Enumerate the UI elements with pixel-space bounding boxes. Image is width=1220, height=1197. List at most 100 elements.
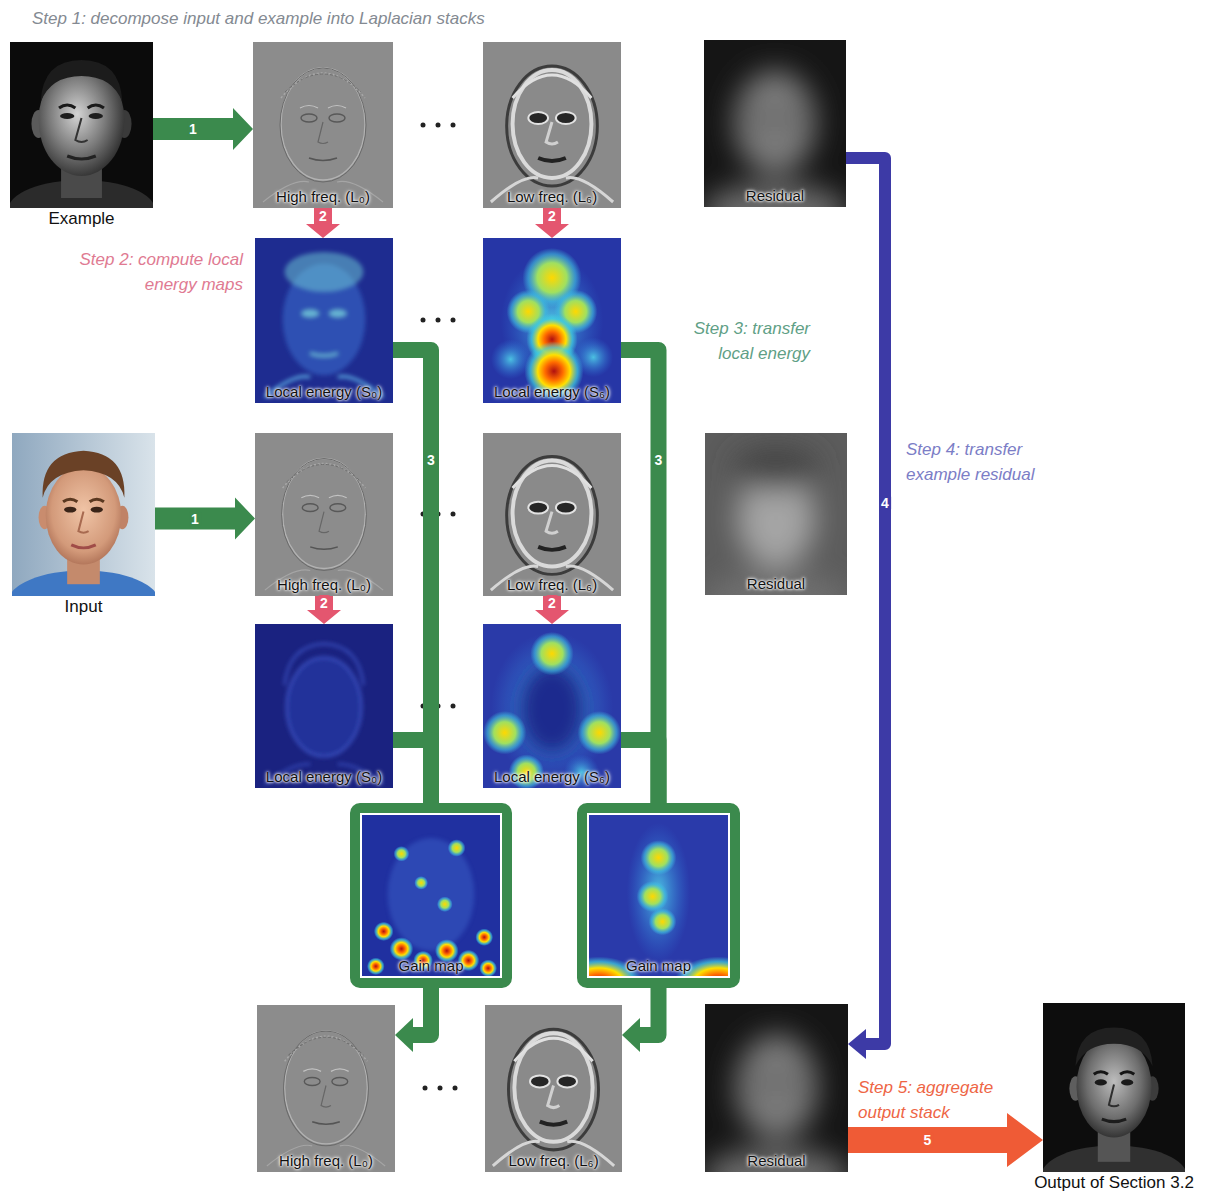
flow-line bbox=[621, 350, 659, 803]
residual-tile: Residual bbox=[705, 1004, 848, 1172]
input-photo-box: Input bbox=[12, 433, 155, 596]
tile-label: Residual bbox=[747, 575, 805, 592]
arrow-head bbox=[848, 1029, 866, 1059]
tile-label: Gain map bbox=[626, 957, 691, 974]
step-arrow bbox=[621, 350, 659, 803]
laplacian-tile: Low freq. (L₆) bbox=[483, 433, 621, 596]
block-arrow bbox=[306, 208, 340, 238]
residual-image bbox=[702, 40, 848, 243]
photo-caption: Output of Section 3.2 bbox=[1034, 1173, 1194, 1192]
step-note: Step 2: compute local energy maps bbox=[78, 247, 243, 297]
laplacian-tile: Low freq. (L₆) bbox=[485, 1005, 622, 1172]
tile-label: High freq. (L₀) bbox=[279, 1152, 373, 1169]
step-arrow bbox=[535, 208, 569, 238]
tile-label: Local energy (S₆) bbox=[494, 768, 610, 785]
step-arrow bbox=[153, 108, 253, 150]
flow-line bbox=[393, 350, 431, 803]
photo-caption: Input bbox=[65, 597, 103, 616]
arrow-head bbox=[395, 1018, 413, 1052]
step-note: Step 3: transfer local energy bbox=[668, 316, 810, 366]
residual-image bbox=[703, 1004, 850, 1197]
laplacian-image bbox=[257, 1005, 395, 1172]
laplacian-tile: Low freq. (L₆) bbox=[483, 42, 621, 208]
tile-label: Gain map bbox=[398, 957, 463, 974]
photo-caption: Example bbox=[48, 209, 114, 228]
flow-line bbox=[846, 158, 885, 1044]
laplacian-image bbox=[483, 42, 621, 208]
tile-label: Residual bbox=[747, 1152, 805, 1169]
flow-line bbox=[621, 740, 659, 803]
step-number: 4 bbox=[879, 495, 891, 511]
step-note: Step 5: aggregate output stack bbox=[858, 1075, 1018, 1125]
example-photo-box: Example bbox=[10, 42, 153, 208]
step-number: 2 bbox=[317, 208, 329, 224]
step-number: 3 bbox=[425, 452, 437, 468]
energy-image bbox=[255, 624, 393, 788]
tile-label: Residual bbox=[746, 187, 804, 204]
example-photo bbox=[8, 42, 155, 240]
tile-label: Low freq. (L₆) bbox=[507, 576, 597, 593]
step-note: Step 1: decompose input and example into… bbox=[32, 6, 632, 31]
block-arrow bbox=[155, 498, 255, 540]
laplacian-tile: High freq. (L₀) bbox=[257, 1005, 395, 1172]
step-arrow bbox=[393, 740, 431, 803]
tile-label: Local energy (S₀) bbox=[266, 768, 382, 785]
energy-map: Local energy (S₆) bbox=[483, 238, 621, 403]
energy-image bbox=[255, 238, 393, 403]
flow-line bbox=[411, 988, 431, 1035]
step-number: 1 bbox=[189, 511, 201, 527]
tile-label: High freq. (L₀) bbox=[276, 188, 370, 205]
energy-image bbox=[483, 624, 621, 790]
arrow-head bbox=[622, 1018, 640, 1052]
step-number: 3 bbox=[653, 452, 665, 468]
step-arrow bbox=[622, 988, 659, 1052]
block-arrow bbox=[307, 596, 341, 624]
tile-label: Low freq. (L₆) bbox=[508, 1152, 598, 1169]
residual-tile: Residual bbox=[704, 40, 846, 207]
step-arrow bbox=[155, 498, 255, 540]
flow-line bbox=[638, 988, 659, 1035]
step-number: 2 bbox=[546, 208, 558, 224]
laplacian-image bbox=[485, 1005, 622, 1172]
gain-image bbox=[362, 815, 500, 977]
output-photo-box: Output of Section 3.2 bbox=[1043, 1003, 1185, 1172]
step-number: 1 bbox=[187, 121, 199, 137]
energy-map: Local energy (S₀) bbox=[255, 624, 393, 788]
laplacian-tile: High freq. (L₀) bbox=[253, 42, 393, 208]
tile-label: Low freq. (L₆) bbox=[507, 188, 597, 205]
tile-label: High freq. (L₀) bbox=[277, 576, 371, 593]
step-number: 2 bbox=[318, 595, 330, 611]
residual-image bbox=[701, 433, 851, 630]
step-arrow bbox=[395, 988, 431, 1052]
block-arrow bbox=[535, 596, 569, 624]
step-arrow bbox=[535, 596, 569, 624]
step-arrow bbox=[306, 208, 340, 238]
energy-image bbox=[483, 238, 621, 403]
flow-line bbox=[393, 740, 431, 803]
laplacian-image bbox=[253, 42, 393, 208]
step-number: 5 bbox=[922, 1132, 934, 1148]
tile-label: Local energy (S₆) bbox=[494, 383, 610, 400]
laplacian-tile: High freq. (L₀) bbox=[255, 433, 393, 596]
output-photo bbox=[1041, 1003, 1187, 1197]
block-arrow bbox=[153, 108, 253, 150]
step-arrow bbox=[621, 740, 659, 803]
step-note: Step 4: transfer example residual bbox=[906, 437, 1071, 487]
tile-label: Local energy (S₀) bbox=[266, 383, 382, 400]
residual-tile: Residual bbox=[705, 433, 847, 595]
step-arrow bbox=[307, 596, 341, 624]
energy-map: Local energy (S₀) bbox=[255, 238, 393, 403]
gain-map-box: Gain map bbox=[350, 803, 512, 988]
step-arrow bbox=[846, 158, 885, 1059]
energy-map: Local energy (S₆) bbox=[483, 624, 621, 788]
laplacian-image bbox=[255, 433, 393, 596]
input-photo bbox=[8, 433, 159, 633]
step-number: 2 bbox=[546, 595, 558, 611]
laplacian-image bbox=[483, 433, 621, 596]
block-arrow bbox=[535, 208, 569, 238]
